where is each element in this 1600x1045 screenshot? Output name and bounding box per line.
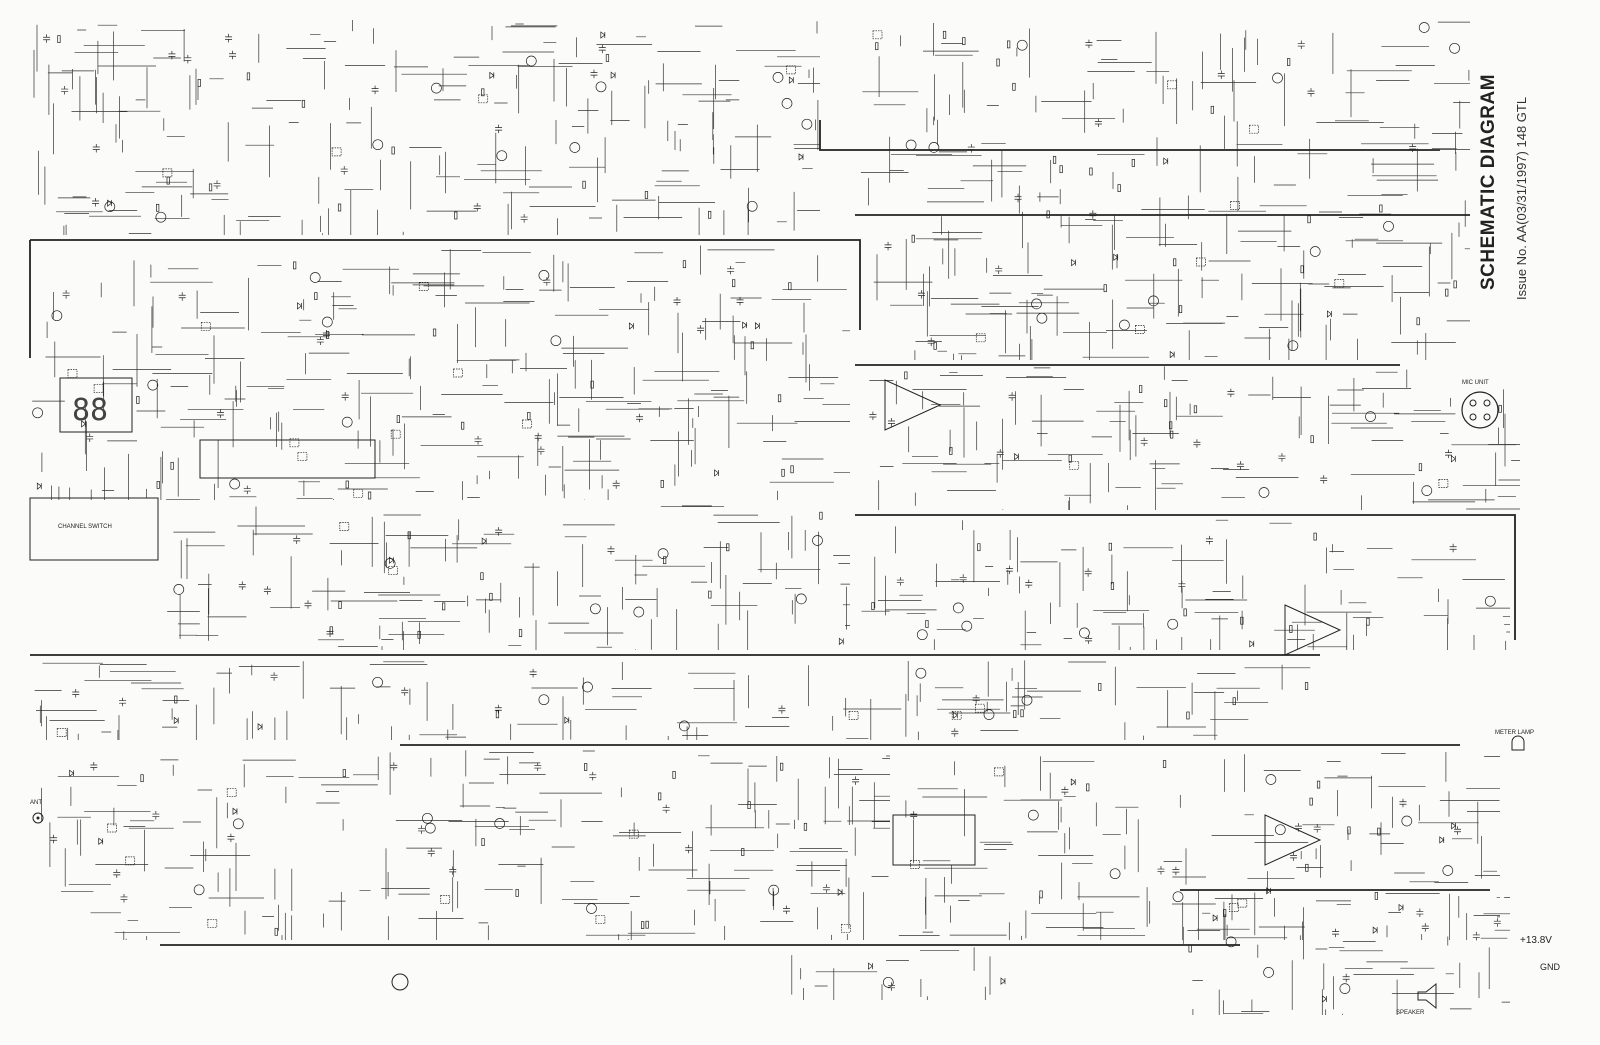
speaker-label: SPEAKER <box>1396 1010 1425 1016</box>
channel-switch <box>29 497 159 561</box>
meter-lamp-label: METER LAMP <box>1495 730 1535 736</box>
opamp-1 <box>884 379 942 431</box>
wires <box>32 20 1520 1015</box>
ground-label: GND <box>1540 962 1560 972</box>
components <box>32 22 1502 1003</box>
bus-lines <box>29 120 1516 946</box>
supply-label: +13.8V <box>1520 935 1552 946</box>
channel-display: 88 <box>59 377 133 433</box>
mic-unit-label: MIC UNIT <box>1462 380 1489 386</box>
ic-block-pll <box>199 439 376 479</box>
svg-text:88: 88 <box>72 393 108 428</box>
schematic-title: SCHEMATIC DIAGRAM <box>1478 73 1499 290</box>
opamp-2 <box>1264 814 1322 866</box>
channel-switch-label: CHANNEL SWITCH <box>58 524 112 530</box>
mic-connector <box>1461 391 1499 429</box>
speaker-symbol <box>1417 982 1437 1010</box>
ant-label: ANT <box>30 800 42 806</box>
opamp-3 <box>1284 604 1342 656</box>
ic-block-audio <box>892 814 976 866</box>
antenna-jack <box>32 812 44 824</box>
meter <box>391 973 409 991</box>
meter-lamp <box>1511 735 1525 751</box>
issue-number: Issue No. AA(03/31/1997) 148 GTL <box>1514 96 1529 300</box>
